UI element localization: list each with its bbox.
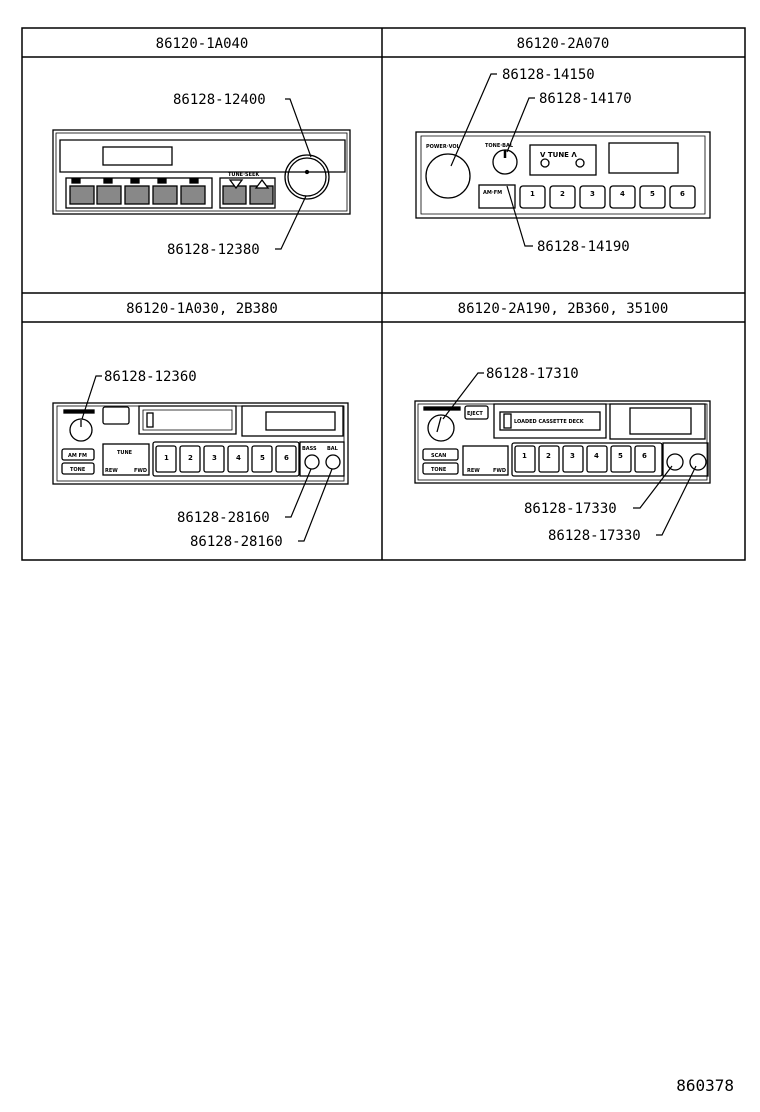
- label-scan-4: SCAN: [431, 453, 446, 459]
- preset-c6-label: 6: [284, 454, 289, 462]
- part-label-86128-17310: 86128-17310: [486, 366, 579, 382]
- preset-c1-label: 1: [164, 454, 169, 462]
- label-am-fm-2: AM·FM: [483, 190, 502, 196]
- preset-c5-label: 5: [260, 454, 265, 462]
- preset-6-label: 6: [680, 190, 685, 198]
- label-am-fm-3: AM FM: [68, 453, 87, 459]
- drawing-number: 860378: [676, 1076, 734, 1095]
- part-label-86128-12400: 86128-12400: [173, 92, 266, 108]
- label-rew-4: REW: [467, 468, 480, 474]
- label-tone-bal: TONE·BAL: [485, 143, 514, 149]
- label-rew-3: REW: [105, 468, 118, 474]
- preset-d1-label: 1: [522, 452, 527, 460]
- part-label-86128-28160-b: 86128-28160: [190, 534, 283, 550]
- label-tune-seek-1: TUNE·SEEK: [228, 172, 260, 178]
- label-bass-3: BASS: [302, 446, 317, 452]
- label-fwd-4: FWD: [493, 468, 506, 474]
- label-fwd-3: FWD: [134, 468, 147, 474]
- label-tune: V TUNE Λ: [540, 151, 577, 159]
- preset-d6-label: 6: [642, 452, 647, 460]
- radio-1A030: [52, 402, 349, 485]
- label-eject: EJECT: [467, 411, 483, 417]
- preset-2-label: 2: [560, 190, 565, 198]
- preset-3-label: 3: [590, 190, 595, 198]
- radio-2A190: [414, 400, 711, 484]
- label-tone-4: TONE: [431, 467, 447, 473]
- label-power-vol: POWER·VOL: [426, 144, 461, 150]
- preset-c2-label: 2: [188, 454, 193, 462]
- preset-c4-label: 4: [236, 454, 241, 462]
- cell-title-3: 86120-1A030, 2B380: [126, 301, 278, 317]
- preset-d4-label: 4: [594, 452, 599, 460]
- label-tune-3: TUNE: [117, 450, 133, 456]
- part-label-86128-28160-a: 86128-28160: [177, 510, 270, 526]
- cell-title-1: 86120-1A040: [156, 36, 249, 52]
- label-deck: LOADED CASSETTE DECK: [514, 419, 585, 425]
- part-label-86128-12360: 86128-12360: [104, 369, 197, 385]
- cell-title-2: 86120-2A070: [517, 36, 610, 52]
- diagram-frame: [21, 27, 746, 561]
- preset-5-label: 5: [650, 190, 655, 198]
- preset-d3-label: 3: [570, 452, 575, 460]
- preset-1-label: 1: [530, 190, 535, 198]
- preset-d2-label: 2: [546, 452, 551, 460]
- part-label-86128-17330-b: 86128-17330: [548, 528, 641, 544]
- cell-title-4: 86120-2A190, 2B360, 35100: [458, 301, 669, 317]
- part-label-86128-14190: 86128-14190: [537, 239, 630, 255]
- radio-2A070: [415, 131, 711, 219]
- preset-4-label: 4: [620, 190, 625, 198]
- label-tone-3: TONE: [70, 467, 86, 473]
- part-label-86128-14170: 86128-14170: [539, 91, 632, 107]
- part-label-86128-12380: 86128-12380: [167, 242, 260, 258]
- part-label-86128-14150: 86128-14150: [502, 67, 595, 83]
- preset-d5-label: 5: [618, 452, 623, 460]
- radio-1A040: [52, 129, 351, 215]
- preset-c3-label: 3: [212, 454, 217, 462]
- label-bal-3: BAL: [327, 446, 339, 452]
- part-label-86128-17330-a: 86128-17330: [524, 501, 617, 517]
